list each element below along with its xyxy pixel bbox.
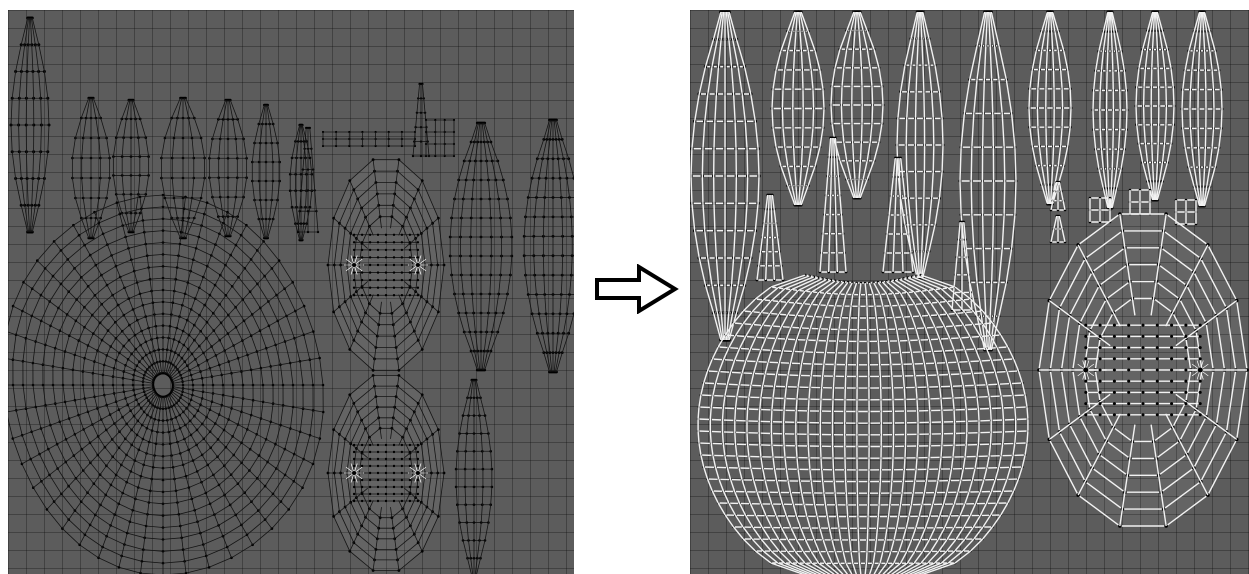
uv-island (112, 98, 150, 234)
uv-island-socket (326, 158, 446, 372)
uv-island (321, 130, 417, 148)
uv-island (424, 118, 456, 158)
uv-island (208, 98, 248, 238)
uv-island (296, 126, 320, 234)
uv-island (1049, 180, 1067, 212)
uv-island (1128, 188, 1152, 216)
uv-island-head (8, 193, 325, 574)
uv-island (454, 378, 494, 574)
uv-island (1174, 198, 1198, 226)
uv-island-socket (1037, 212, 1249, 528)
uv-editor-after (690, 10, 1249, 574)
uv-island (829, 10, 885, 200)
uv-island (1088, 196, 1112, 224)
uv-island (950, 220, 974, 312)
uv-island (690, 10, 761, 342)
uv-island (770, 10, 826, 207)
uv-island (1180, 10, 1224, 208)
uv-island (448, 121, 514, 372)
uv-island (251, 103, 282, 240)
uv-island (288, 123, 314, 242)
uv-island (881, 156, 915, 274)
uv-island (9, 16, 51, 234)
uv-island-body (696, 273, 1030, 574)
uv-island (958, 10, 1018, 352)
uv-island (755, 193, 785, 282)
uv-island (818, 136, 848, 274)
uv-layout-packed (690, 10, 1249, 574)
uv-island (1091, 10, 1129, 210)
uv-editor-before (8, 10, 574, 574)
uv-island (1027, 10, 1073, 206)
right-arrow-icon (595, 264, 679, 314)
uv-layout-original (8, 16, 574, 574)
uv-island (1049, 214, 1067, 244)
uv-island (1134, 10, 1176, 202)
uv-island (895, 10, 945, 280)
uv-island (71, 96, 111, 240)
uv-island-socket (326, 374, 446, 572)
uv-island (522, 118, 574, 374)
